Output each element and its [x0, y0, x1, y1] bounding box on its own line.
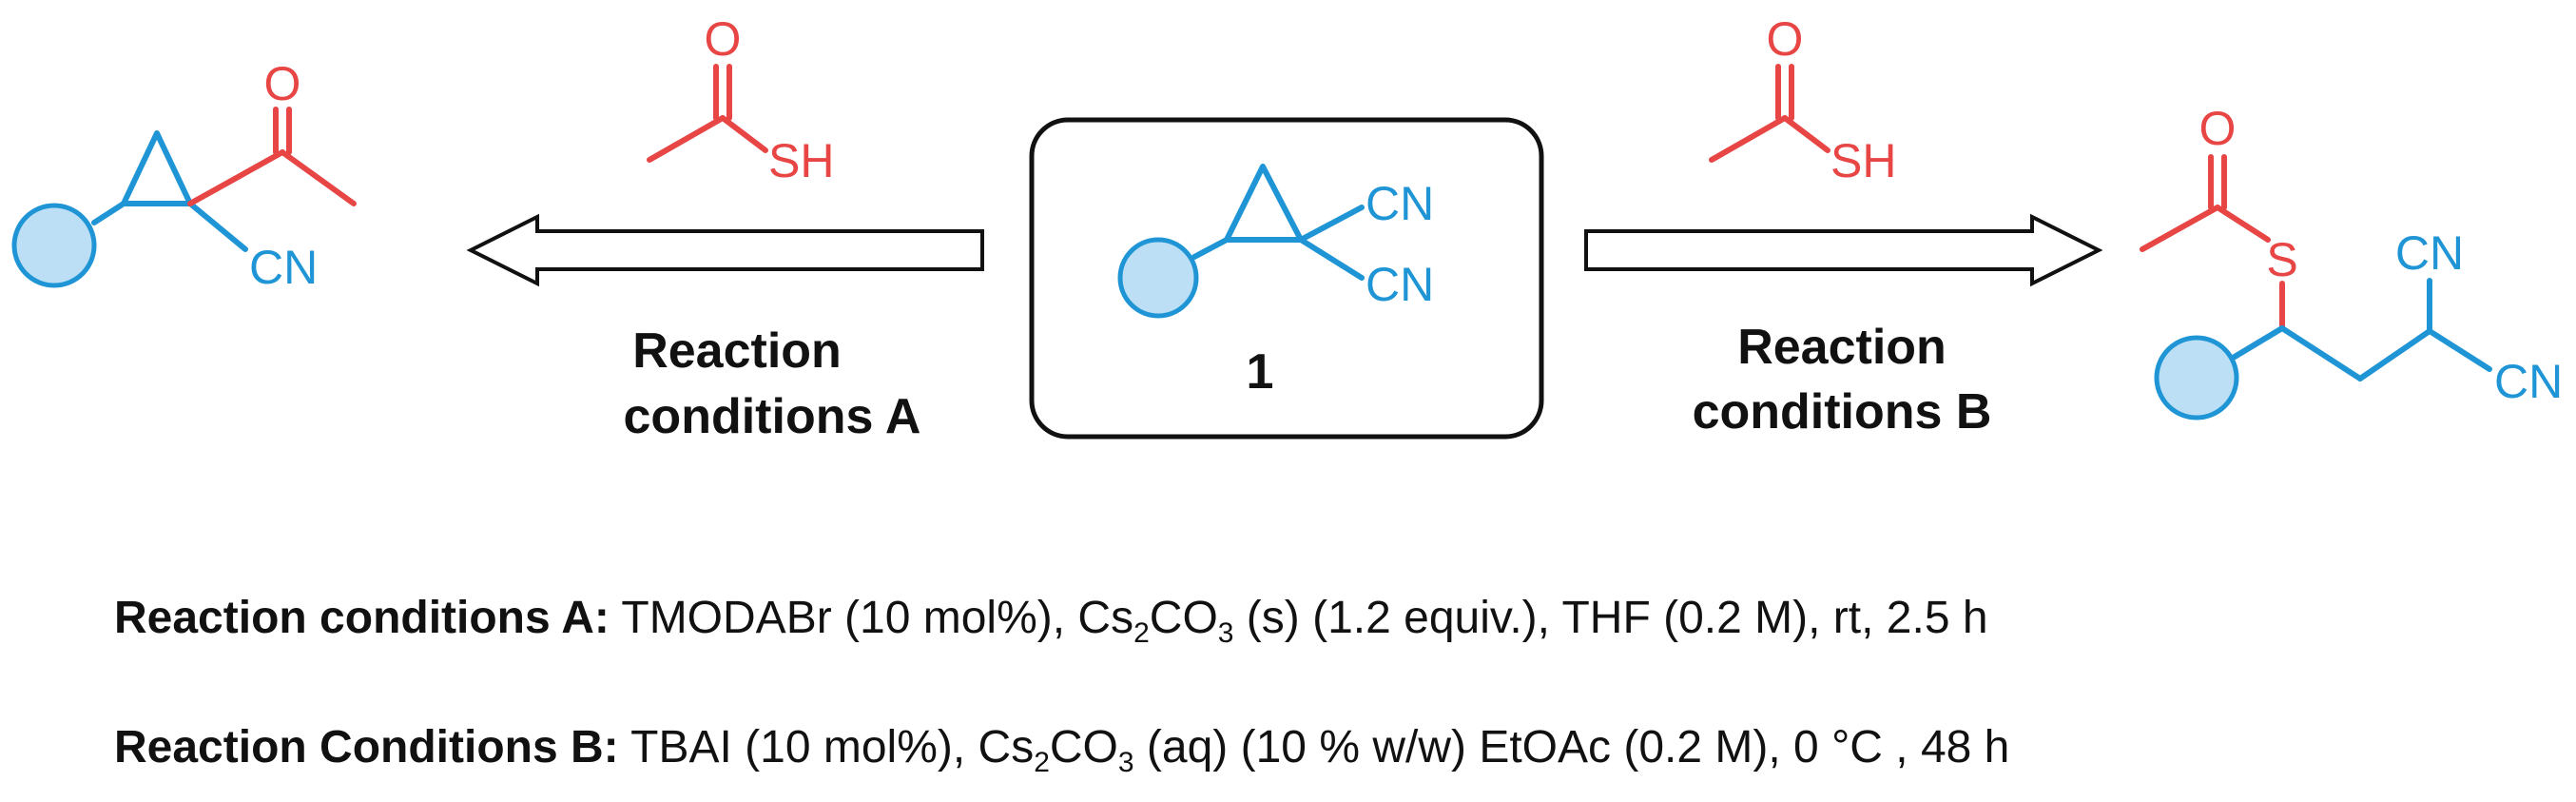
- arrow-left-line1: Reaction: [632, 323, 842, 379]
- bond: [647, 115, 726, 163]
- bond: [2140, 205, 2220, 252]
- bond: [91, 201, 126, 225]
- bond: [2279, 325, 2363, 381]
- bond: [2357, 328, 2432, 381]
- compound-1-box: [1029, 117, 1544, 440]
- bond: [187, 149, 285, 206]
- product-a-oxygen: O: [264, 57, 301, 110]
- reagent-right: O SH: [1709, 12, 1896, 187]
- product-b-oxygen: O: [2199, 102, 2237, 155]
- bond: [280, 149, 357, 206]
- bond: [1709, 115, 1788, 163]
- arrow-left-line2: conditions A: [624, 389, 921, 444]
- subscript: 3: [1217, 617, 1234, 649]
- hollow-arrow-left: [466, 213, 984, 287]
- bond: [1298, 205, 1365, 243]
- conditions-b-text: (aq) (10 % w/w) EtOAc (0.2 M), 0 °C , 48…: [1133, 722, 2010, 773]
- arrow-right: Reaction conditions B: [1584, 213, 2103, 440]
- hollow-arrow-right: [1584, 213, 2103, 287]
- subscript: 2: [1034, 747, 1050, 778]
- product-b-sulfur: S: [2266, 233, 2297, 286]
- subscript: 2: [1133, 617, 1150, 649]
- product-a-cn: CN: [249, 241, 318, 294]
- bond: [2215, 205, 2271, 243]
- conditions-b-label: Reaction Conditions B:: [114, 722, 619, 773]
- reagent-left-sh: SH: [768, 134, 834, 187]
- product-a: CN O: [11, 57, 357, 294]
- conditions-a: Reaction conditions A: TMODABr (10 mol%)…: [114, 592, 1988, 650]
- cyclopropane-ring: [121, 130, 193, 206]
- compound-1: CN CN 1: [1029, 117, 1544, 440]
- bond: [1298, 237, 1365, 281]
- bond: [2427, 328, 2492, 372]
- cyclopropane-ring: [1224, 164, 1304, 243]
- arrow-left: Reaction conditions A: [466, 213, 984, 444]
- compound-1-cn-top: CN: [1365, 177, 1434, 230]
- reagent-left-oxygen: O: [705, 12, 742, 66]
- subscript: 3: [1117, 747, 1134, 778]
- conditions-b-text: TBAI (10 mol%), Cs: [618, 722, 1035, 773]
- arrow-right-line2: conditions B: [1693, 384, 1992, 440]
- conditions-b: Reaction Conditions B: TBAI (10 mol%), C…: [114, 721, 2009, 779]
- conditions-a-label: Reaction conditions A:: [114, 593, 610, 643]
- product-b: O S CN CN: [2140, 102, 2563, 421]
- bond: [720, 115, 768, 153]
- product-b-cn-bottom: CN: [2494, 355, 2563, 408]
- conditions-a-text: CO: [1149, 593, 1218, 643]
- compound-1-cn-bottom: CN: [1365, 258, 1434, 311]
- bond: [1191, 237, 1230, 260]
- product-b-cn-top: CN: [2395, 226, 2464, 280]
- reagent-right-oxygen: O: [1767, 12, 1804, 66]
- conditions-b-text: CO: [1049, 722, 1118, 773]
- conditions-a-text: TMODABr (10 mol%), Cs: [609, 593, 1134, 643]
- reagent-left: O SH: [647, 12, 834, 187]
- arrow-right-line1: Reaction: [1737, 320, 1947, 375]
- aryl-substituent-circle: [1117, 237, 1199, 319]
- bond: [1782, 115, 1830, 153]
- bond: [2232, 325, 2285, 360]
- aryl-substituent-circle: [2154, 335, 2239, 421]
- bond: [187, 201, 248, 252]
- conditions-a-text: (s) (1.2 equiv.), THF (0.2 M), rt, 2.5 h: [1233, 593, 1988, 643]
- compound-1-label: 1: [1247, 344, 1274, 400]
- reagent-right-sh: SH: [1830, 134, 1896, 187]
- aryl-substituent-circle: [11, 203, 97, 288]
